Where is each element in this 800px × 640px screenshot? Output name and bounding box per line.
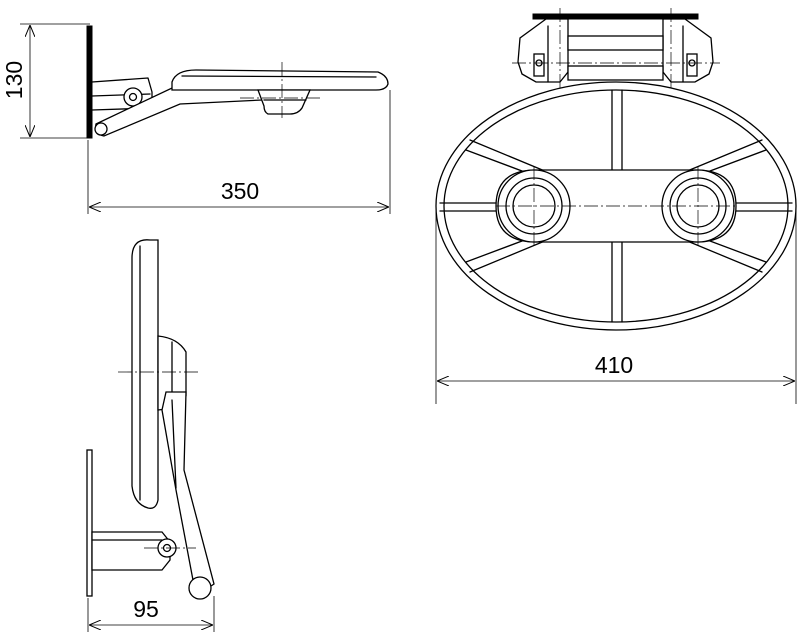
- side-view-unfolded: [86, 25, 389, 139]
- dimension-depth-folded: 95: [87, 596, 215, 632]
- seat-side-profile: [171, 69, 389, 91]
- side-view-folded: [86, 239, 215, 600]
- dimension-height: 130: [1, 23, 90, 139]
- dimension-width-front-label: 410: [595, 352, 633, 378]
- dimension-depth-folded-label: 95: [133, 596, 159, 622]
- support-arm-folded: [161, 391, 215, 598]
- wall-plate-folded: [86, 449, 93, 597]
- wall-bar: [532, 13, 699, 20]
- seat-inner-rim: [443, 89, 789, 323]
- dimension-depth-side: 350: [87, 90, 391, 214]
- dimension-depth-side-label: 350: [221, 178, 259, 204]
- dimension-width-front: 410: [435, 206, 797, 404]
- arm-end-cap: [188, 576, 212, 600]
- seat-hub: [257, 89, 312, 115]
- wall-plate: [86, 25, 93, 139]
- seat-folded-profile: [131, 239, 159, 509]
- front-view: [435, 8, 797, 331]
- wall-bracket-folded: [91, 531, 171, 571]
- dimension-height-label: 130: [1, 61, 27, 99]
